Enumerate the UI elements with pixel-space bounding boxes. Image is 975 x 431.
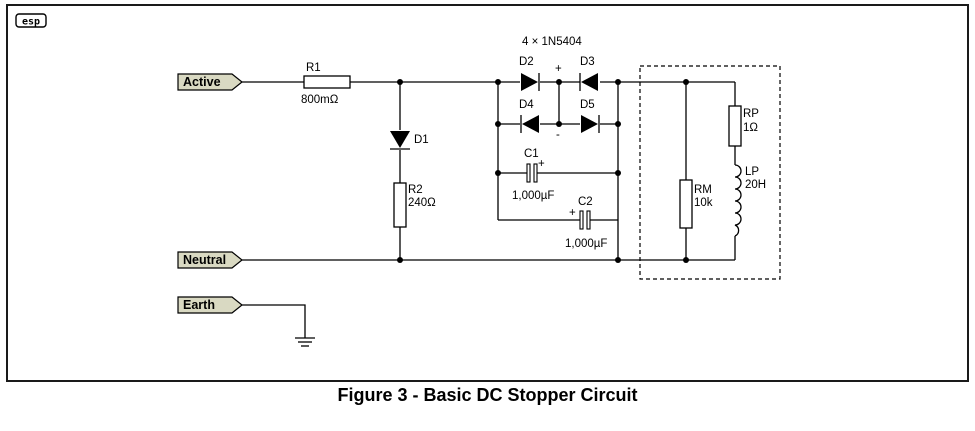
d3-name: D3 — [580, 56, 595, 68]
load-model-box — [639, 65, 781, 280]
d2-name: D2 — [519, 56, 534, 68]
wires — [242, 81, 736, 338]
d4-name: D4 — [519, 99, 534, 111]
diagram-frame — [6, 4, 969, 382]
esp-logo-text: esp — [22, 17, 40, 28]
c1-value: 1,000µF — [512, 190, 554, 202]
r1-name: R1 — [306, 62, 321, 74]
terminal-neutral-label: Neutral — [183, 253, 226, 267]
terminal-active-label: Active — [183, 75, 221, 89]
c2-value: 1,000µF — [565, 238, 607, 250]
diode-d2: D2 — [519, 56, 540, 91]
rp-name: RP — [743, 108, 759, 120]
capacitor-c1: C1 + 1,000µF — [512, 148, 554, 202]
lp-value: 20H — [745, 179, 766, 191]
inductor-lp: LP 20H — [734, 164, 766, 237]
c2-name: C2 — [578, 196, 593, 208]
diode-d3: D3 — [579, 56, 598, 91]
bridge-minus-label: - — [556, 129, 560, 141]
diode-d5: D5 — [580, 99, 600, 133]
resistor-rp: RP 1Ω — [728, 105, 759, 147]
esp-logo: esp — [15, 13, 47, 28]
resistor-rm: RM 10k — [679, 179, 713, 229]
d1-name: D1 — [414, 134, 429, 146]
rm-name: RM — [694, 184, 712, 196]
diode-d1: D1 — [390, 131, 429, 150]
bridge-plus-label: + — [555, 63, 562, 75]
figure-caption: Figure 3 - Basic DC Stopper Circuit — [337, 385, 638, 405]
c1-name: C1 — [524, 148, 539, 160]
junction-dots — [397, 79, 689, 263]
rm-value: 10k — [694, 197, 713, 209]
c2-polarity: + — [569, 207, 576, 219]
rp-value: 1Ω — [743, 122, 758, 134]
d5-name: D5 — [580, 99, 595, 111]
c1-polarity: + — [538, 158, 545, 170]
resistor-r1: R1 800mΩ — [301, 62, 351, 106]
diode-array-label: 4 × 1N5404 — [522, 36, 582, 48]
terminal-neutral: Neutral — [177, 251, 243, 269]
lp-name: LP — [745, 166, 759, 178]
earth-ground-icon — [295, 337, 315, 347]
terminal-active: Active — [177, 73, 243, 91]
terminal-earth: Earth — [177, 296, 243, 314]
r2-name: R2 — [408, 184, 423, 196]
terminal-earth-label: Earth — [183, 298, 215, 312]
r2-value: 240Ω — [408, 197, 436, 209]
r1-value: 800mΩ — [301, 94, 339, 106]
resistor-r2: R2 240Ω — [393, 182, 436, 228]
diode-d4: D4 — [519, 99, 539, 133]
capacitor-c2: C2 + 1,000µF — [565, 196, 607, 250]
